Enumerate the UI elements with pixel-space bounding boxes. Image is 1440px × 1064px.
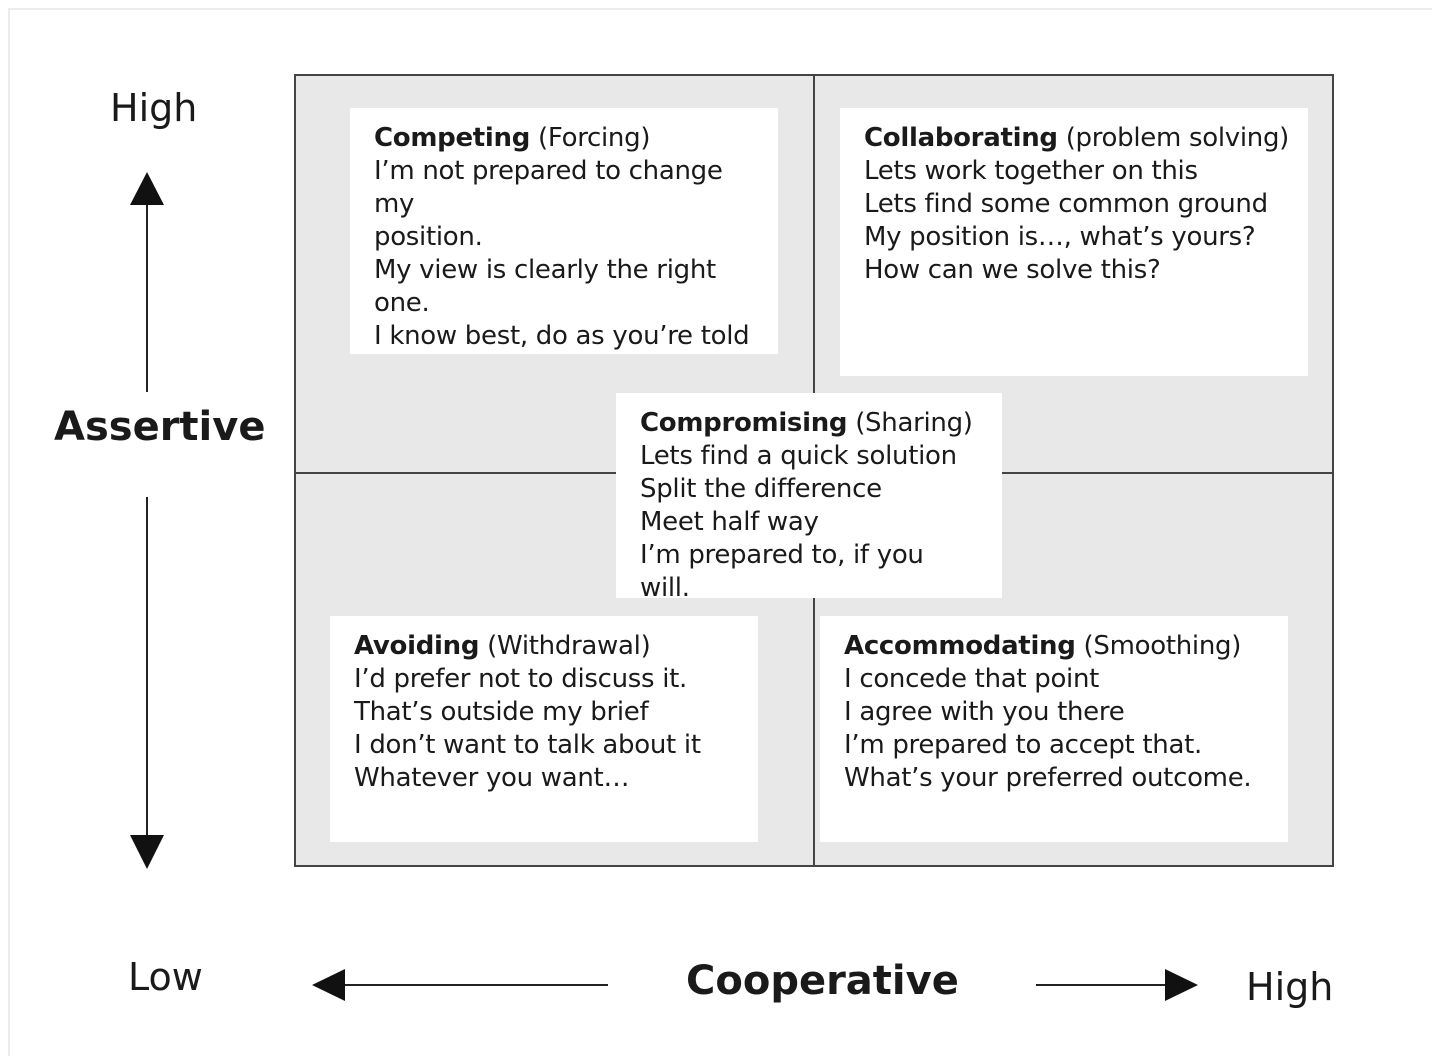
y-axis-up-arrow xyxy=(130,172,164,392)
x-axis-title: Cooperative xyxy=(686,958,959,1004)
collaborating-line: Lets find some common ground xyxy=(864,189,1268,219)
figure-frame xyxy=(8,8,1432,1056)
competing-heading: Competing (Forcing) xyxy=(374,122,754,155)
collaborating-alt: (problem solving) xyxy=(1065,123,1290,153)
collaborating-heading: Collaborating (problem solving) xyxy=(864,122,1289,155)
accommodating-line: I’m prepared to accept that. xyxy=(844,730,1202,760)
avoiding-line: That’s outside my brief xyxy=(354,697,649,727)
x-axis-low-label: Low xyxy=(128,955,203,999)
x-axis-high-label: High xyxy=(1246,965,1334,1009)
compromising-line: Split the difference xyxy=(640,474,882,504)
compromising-alt: (Sharing) xyxy=(855,408,973,438)
accommodating-alt: (Smoothing) xyxy=(1083,631,1242,661)
competing-quadrant: Competing (Forcing) I’m not prepared to … xyxy=(350,108,778,354)
accommodating-line: I agree with you there xyxy=(844,697,1125,727)
compromising-name: Compromising xyxy=(640,408,848,438)
competing-line: I’m not prepared to change my xyxy=(374,156,723,219)
avoiding-quadrant: Avoiding (Withdrawal) I’d prefer not to … xyxy=(330,616,758,842)
collaborating-line: My position is…, what’s yours? xyxy=(864,222,1256,252)
avoiding-name: Avoiding xyxy=(354,631,480,661)
compromising-heading: Compromising (Sharing) xyxy=(640,407,978,440)
x-axis-right-arrow xyxy=(1036,969,1198,1001)
collaborating-line: How can we solve this? xyxy=(864,255,1161,285)
competing-line: I know best, do as you’re told xyxy=(374,321,750,351)
competing-line: one. xyxy=(374,288,430,318)
avoiding-line: I don’t want to talk about it xyxy=(354,730,701,760)
competing-line: My view is clearly the right xyxy=(374,255,716,285)
compromising-center-box: Compromising (Sharing) Lets find a quick… xyxy=(616,393,1002,603)
x-axis-left-arrow xyxy=(312,969,608,1001)
accommodating-line: What’s your preferred outcome. xyxy=(844,763,1252,793)
compromising-line: Meet half way xyxy=(640,507,819,537)
y-axis-high-label: High xyxy=(110,86,198,130)
competing-name: Competing xyxy=(374,123,531,153)
collaborating-quadrant: Collaborating (problem solving) Lets wor… xyxy=(840,108,1308,376)
accommodating-line: I concede that point xyxy=(844,664,1100,694)
compromising-line: I’m prepared to, if you will. xyxy=(640,540,924,603)
competing-alt: (Forcing) xyxy=(538,123,651,153)
avoiding-line: I’d prefer not to discuss it. xyxy=(354,664,688,694)
accommodating-name: Accommodating xyxy=(844,631,1076,661)
avoiding-line: Whatever you want… xyxy=(354,763,630,793)
accommodating-heading: Accommodating (Smoothing) xyxy=(844,630,1264,663)
collaborating-line: Lets work together on this xyxy=(864,156,1198,186)
collaborating-name: Collaborating xyxy=(864,123,1058,153)
accommodating-quadrant: Accommodating (Smoothing) I concede that… xyxy=(820,616,1288,842)
avoiding-heading: Avoiding (Withdrawal) xyxy=(354,630,734,663)
y-axis-title: Assertive xyxy=(54,404,266,450)
y-axis-down-arrow xyxy=(130,497,164,869)
competing-line: position. xyxy=(374,222,483,252)
avoiding-alt: (Withdrawal) xyxy=(487,631,651,661)
compromising-line: Lets find a quick solution xyxy=(640,441,957,471)
